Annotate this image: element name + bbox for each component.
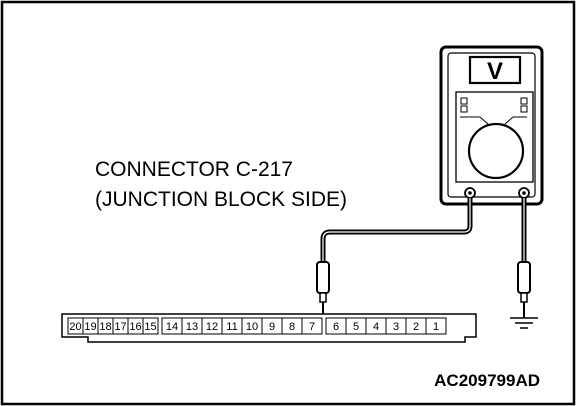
right-probe [517,261,531,318]
connector-pin-17: 17 [112,317,129,335]
pin-number: 16 [129,321,141,333]
connector-pin-14: 14 [161,317,183,335]
range-marker-icon [460,97,468,105]
multimeter: V [439,45,544,206]
pin-number: 13 [186,321,198,333]
meter-display [468,55,522,85]
connector-pin-16: 16 [127,317,144,335]
pin-number: 17 [114,321,126,333]
dial-panel [455,91,534,183]
range-marker-icon [520,105,528,113]
pin-number: 8 [289,321,295,333]
pin-number: 3 [393,321,399,333]
connector-label-line2: (JUNCTION BLOCK SIDE) [95,188,347,211]
connector-pin-20: 20 [67,317,84,335]
range-marker-icon [520,97,528,105]
connector-label-line1: CONNECTOR C-217 [95,158,293,181]
figure-code: AC209799AD [434,371,540,390]
pin-number: 19 [84,321,96,333]
pin-cell [301,317,323,335]
connector-pin-11: 11 [221,317,243,335]
pin-cell [425,317,447,335]
scale-tick [479,116,489,125]
pin-number: 14 [166,321,178,333]
pin-cell [142,317,159,335]
pin-number: 6 [333,321,339,333]
pin-number: 2 [413,321,419,333]
pin-number: 4 [373,321,379,333]
connector-pin-1: 1 [425,317,447,335]
connector-pin-9: 9 [261,317,283,335]
pin-number: 18 [99,321,111,333]
connector-pin-2: 2 [405,317,427,335]
connector-pin-12: 12 [201,317,223,335]
connector-pin-19: 19 [82,317,99,335]
connector-pin-6: 6 [325,317,347,335]
left-probe-handle [316,261,330,294]
pin-number: 5 [353,321,359,333]
scale-tick [504,116,514,125]
left-probe-collar [319,292,327,303]
connector-pin-8: 8 [281,317,303,335]
connector-pin-5: 5 [345,317,367,335]
connector-pin-15: 15 [142,317,159,335]
connector-pin-3: 3 [385,317,407,335]
pin-number: 11 [226,321,237,333]
pin-number: 10 [246,321,258,333]
right-probe-handle [517,261,531,294]
range-marker-icon [460,105,468,113]
pin-number: 20 [69,321,81,333]
com-terminal-dot [468,191,472,195]
connector-pin-18: 18 [97,317,114,335]
connector-pin-4: 4 [365,317,387,335]
left-test-lead-highlight [322,198,471,262]
connector-pin-13: 13 [181,317,203,335]
pin-number: 7 [309,321,315,333]
v-terminal-dot [522,191,526,195]
pin-number: 1 [433,321,439,333]
left-probe [316,261,330,318]
pin-number: 12 [206,321,218,333]
meter-display-symbol: V [487,58,503,85]
connector-pin-10: 10 [241,317,263,335]
connector-pin-7: 7 [301,317,323,335]
meter-bezel [447,52,536,198]
pin-number: 15 [144,321,156,333]
pin-number: 9 [269,321,275,333]
ground-icon [510,317,538,329]
right-probe-collar [520,292,528,303]
rotary-dial-icon [467,122,525,180]
